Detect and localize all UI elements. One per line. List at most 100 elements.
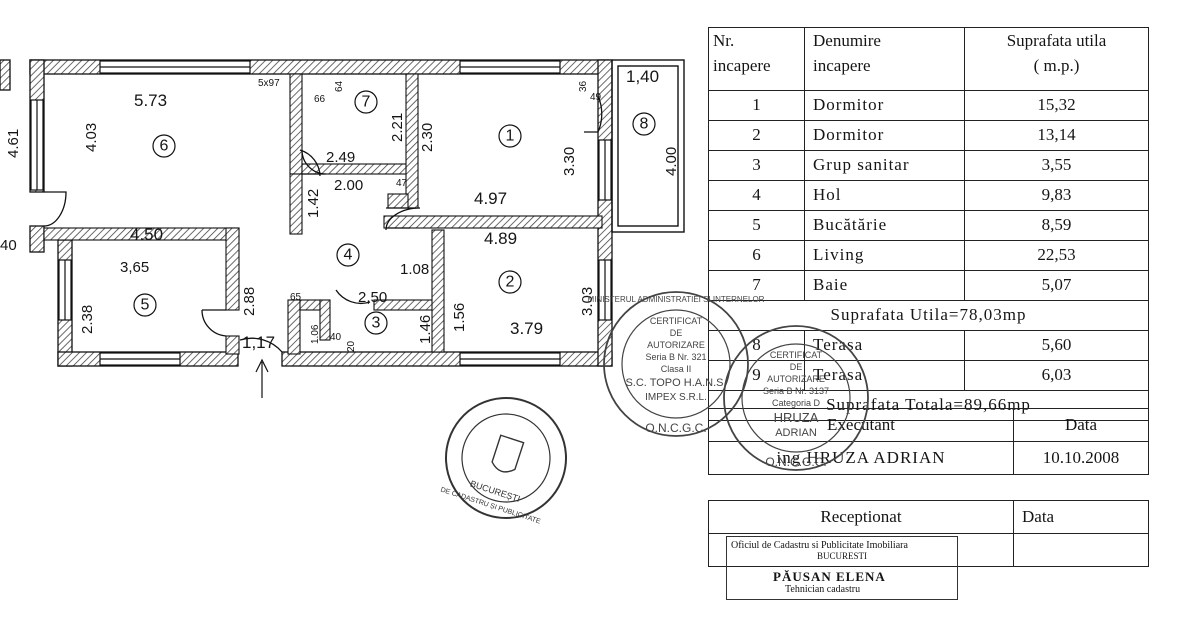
room-number-8: 8 — [640, 116, 649, 133]
room-number-2: 2 — [506, 274, 515, 291]
row-nr: 4 — [708, 180, 805, 211]
row-nr: 3 — [708, 150, 805, 181]
room-number-3: 3 — [372, 315, 381, 332]
entrance-arrow-icon — [255, 358, 269, 398]
row-name: Dormitor — [804, 90, 965, 121]
table-row: 4 Hol 9,83 — [708, 180, 1149, 211]
dim-hall-top: 2.30 — [419, 123, 436, 152]
dim-room2-top: 4.89 — [484, 229, 517, 248]
table-row: 1 Dormitor 15,32 — [708, 90, 1149, 121]
row-area: 3,55 — [964, 150, 1149, 181]
room-area-table: Nr. incapere Denumire incapere Suprafata… — [708, 27, 1149, 421]
dim-room7-b: 64 — [334, 80, 345, 92]
dim-room2-width: 3.79 — [510, 319, 543, 338]
header-name: Denumire incapere — [804, 27, 965, 91]
dim-bath3-height: 1.46 — [417, 315, 434, 344]
room-markers — [133, 90, 656, 335]
dim-room7-a: 66 — [314, 94, 326, 105]
stamp-role: Tehnician cadastru — [785, 584, 861, 595]
executant-value-row: ing.HRUZA ADRIAN 10.10.2008 — [708, 441, 1149, 475]
terrace-outline — [611, 59, 685, 233]
received-label: Receptionat — [708, 500, 1014, 534]
executant-date-label: Data — [1013, 408, 1149, 442]
received-table: Receptionat Data — [708, 500, 1149, 567]
header-nr-line2: incapere — [713, 55, 771, 75]
table-row: 7 Baie 5,07 — [708, 270, 1149, 301]
dim-kitchen-top: 4.50 — [130, 225, 163, 244]
room-numbers: 6 1 2 3 4 5 7 8 — [141, 94, 649, 332]
floor-plan: 6 1 2 3 4 5 7 8 5.73 4.03 4.61 40 5x97 6… — [0, 59, 685, 398]
dim-hall-small: 47 — [396, 178, 408, 189]
stamp-office: Oficiul de Cadastru si Publicitate Imobi… — [731, 540, 908, 551]
row-area: 13,14 — [964, 120, 1149, 151]
stamp-name: PĂUSAN ELENA — [773, 569, 886, 584]
row-area: 22,53 — [964, 240, 1149, 271]
dim-room1-height: 3.30 — [561, 147, 578, 176]
row-area: 5,07 — [964, 270, 1149, 301]
row-area: 15,32 — [964, 90, 1149, 121]
row-name: Dormitor — [804, 120, 965, 151]
useful-total-row: Suprafata Utila=78,03mp — [708, 300, 1149, 331]
cadastre-stamp: Oficiul de Cadastru si Publicitate Imobi… — [726, 536, 958, 600]
dim-window-mark: 5x97 — [258, 78, 280, 89]
table-row: 6 Living 22,53 — [708, 240, 1149, 271]
header-name-line1: Denumire — [813, 31, 881, 50]
executant-name: ing.HRUZA ADRIAN — [708, 441, 1014, 475]
row-nr: 7 — [708, 270, 805, 301]
dim-bath3-d: 40 — [330, 332, 342, 343]
windows — [30, 60, 612, 366]
received-value — [708, 533, 1014, 567]
executant-label: Executant — [708, 408, 1014, 442]
dim-kitchen-width: 3,65 — [120, 259, 149, 276]
room-number-5: 5 — [141, 297, 150, 314]
executant-header-row: Executant Data — [708, 408, 1149, 442]
dim-room2-side: 1.56 — [451, 303, 468, 332]
row-nr: 8 — [708, 330, 805, 361]
dim-living-width: 5.73 — [134, 91, 167, 110]
header-area-line2: ( m.p.) — [1033, 55, 1080, 75]
received-date-label: Data — [1013, 500, 1149, 534]
dim-left-total: 4.61 — [5, 129, 22, 158]
dim-room2-height: 3.03 — [579, 287, 596, 316]
table-row: 9 Terasa 6,03 — [708, 360, 1149, 391]
dim-left-small: 40 — [0, 237, 17, 254]
stamp-city: BUCURESTI — [817, 551, 868, 561]
dimension-labels: 5.73 4.03 4.61 40 5x97 66 64 2.21 2.49 2… — [0, 67, 680, 352]
inner-walls — [43, 73, 603, 355]
header-name-line2: incapere — [813, 55, 871, 75]
dim-hall-height: 1.42 — [305, 189, 322, 218]
row-nr: 9 — [708, 360, 805, 391]
table-row: 8 Terasa 5,60 — [708, 330, 1149, 361]
dim-bath3-e: 20 — [346, 340, 357, 352]
table-header-row: Nr. incapere Denumire incapere Suprafata… — [708, 27, 1149, 91]
table-row: 2 Dormitor 13,14 — [708, 120, 1149, 151]
executant-table: Executant Data ing.HRUZA ADRIAN 10.10.20… — [708, 408, 1149, 475]
row-name: Bucătărie — [804, 210, 965, 241]
dim-room7-height: 2.21 — [389, 113, 406, 142]
row-name: Grup sanitar — [804, 150, 965, 181]
row-name: Baie — [804, 270, 965, 301]
received-value-row — [708, 533, 1149, 567]
dim-room1-width: 4.97 — [474, 189, 507, 208]
row-name: Terasa — [804, 330, 965, 361]
dim-kitchen-height: 2.38 — [79, 305, 96, 334]
row-area: 5,60 — [964, 330, 1149, 361]
room-number-4: 4 — [344, 247, 353, 264]
dim-bath3-width: 2,50 — [358, 289, 387, 306]
header-nr: Nr. incapere — [708, 27, 805, 91]
useful-total: Suprafata Utila=78,03mp — [708, 300, 1149, 331]
header-area-line1: Suprafata utila — [1006, 31, 1107, 50]
table-row: 5 Bucătărie 8,59 — [708, 210, 1149, 241]
dim-hall-width: 2.00 — [334, 177, 363, 194]
dim-entry: 1,17 — [242, 333, 275, 352]
dim-room1-small: 36 — [578, 80, 589, 92]
doors — [43, 95, 603, 353]
dim-terrace-height: 4.00 — [663, 147, 680, 176]
row-area: 8,59 — [964, 210, 1149, 241]
row-name: Living — [804, 240, 965, 271]
dim-bath3-c: 65 — [290, 292, 302, 303]
row-nr: 6 — [708, 240, 805, 271]
row-area: 6,03 — [964, 360, 1149, 391]
room-number-6: 6 — [160, 138, 169, 155]
row-name: Terasa — [804, 360, 965, 391]
